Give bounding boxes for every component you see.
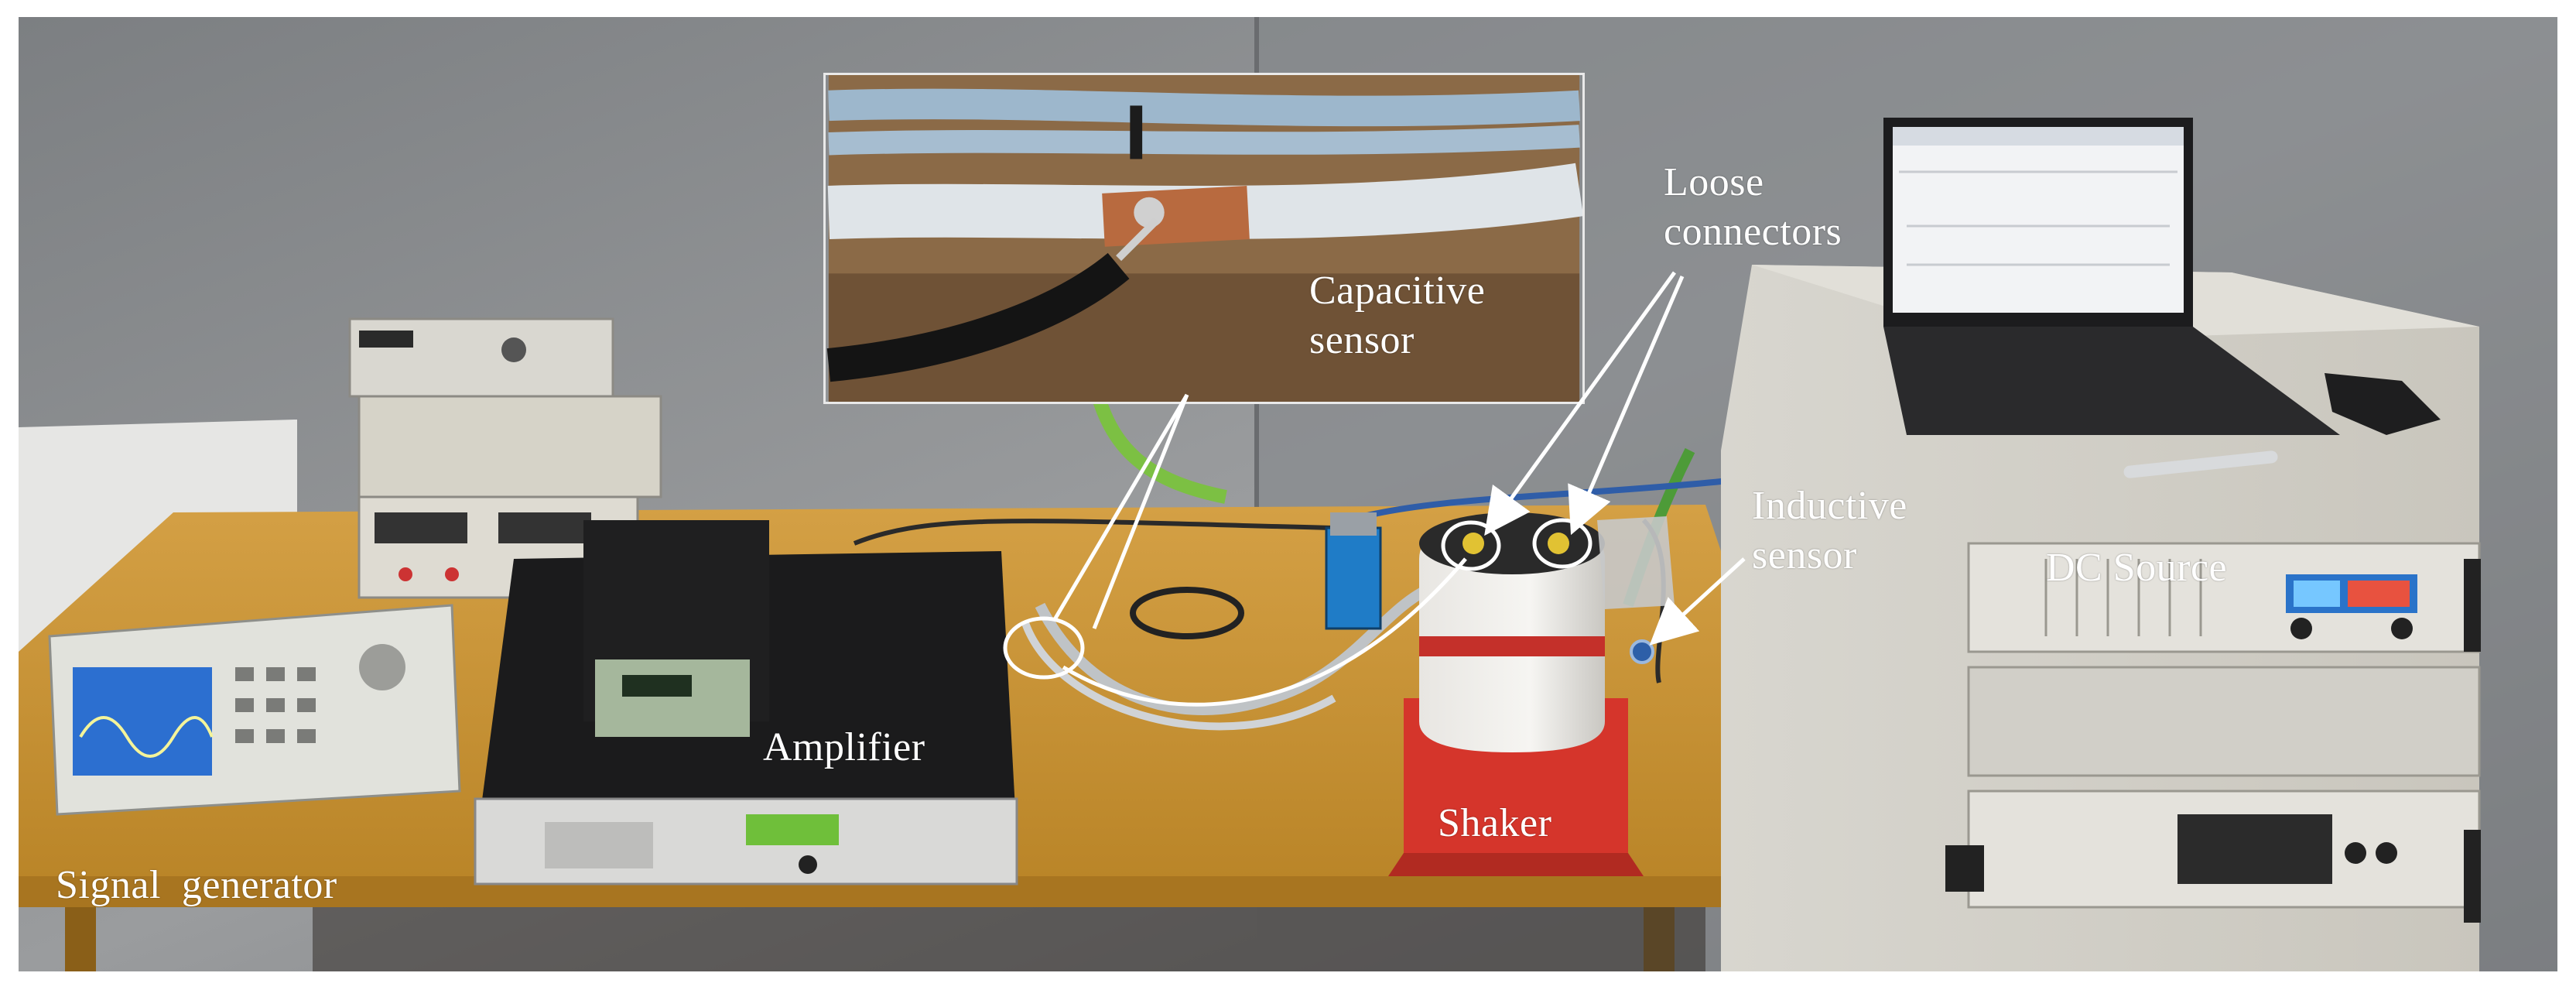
capacitive-sensor-closeup <box>823 73 1585 404</box>
power-supply-mid <box>357 395 662 498</box>
laptop-keyboard <box>1883 327 2340 435</box>
label-loose-connectors: Loose connectors <box>1664 160 1842 254</box>
rack-vent-panel <box>1967 666 2481 777</box>
lab-setup-photo: Capacitive sensor Loose connectors Induc… <box>19 17 2557 971</box>
label-signal-generator: Signal generator <box>56 863 337 907</box>
inductive-sensor-coil <box>1630 639 1654 664</box>
copper-tape <box>1102 186 1250 247</box>
label-shaker: Shaker <box>1438 801 1552 845</box>
label-amplifier: Amplifier <box>763 725 925 769</box>
closeup-drawing <box>826 75 1582 402</box>
mouse <box>2325 373 2441 435</box>
label-inductive-sensor: Inductive sensor <box>1752 484 1907 577</box>
label-dc-source: DC Source <box>2046 546 2228 590</box>
wrench <box>2123 450 2278 478</box>
label-capacitive-sensor: Capacitive sensor <box>1309 269 1486 362</box>
sensor-block <box>1325 526 1382 630</box>
